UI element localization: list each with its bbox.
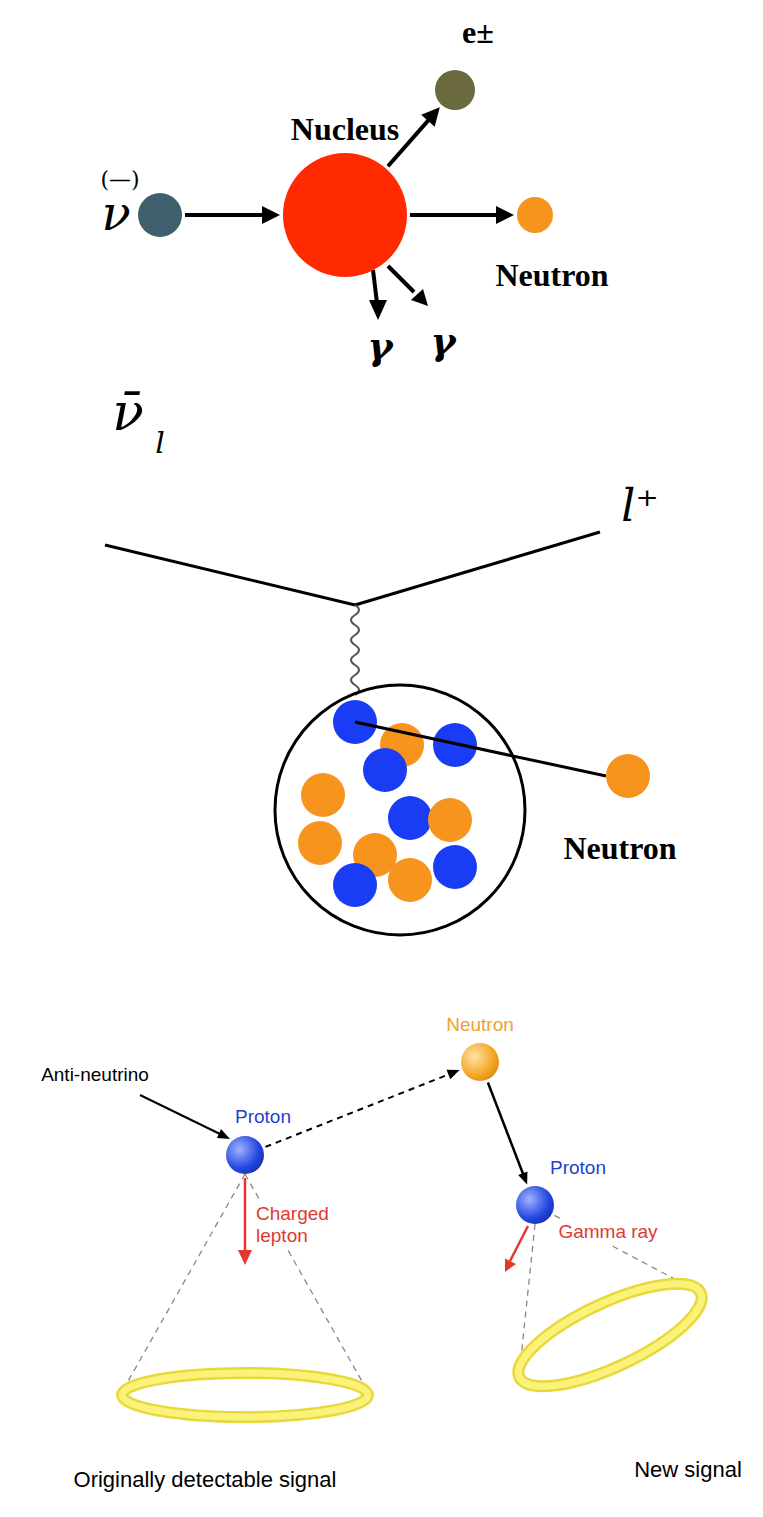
lepton-line: [355, 532, 600, 605]
gamma-label: γ: [430, 318, 455, 363]
nucleus-outline: [275, 685, 525, 935]
connector: [185, 206, 280, 224]
connector: [410, 206, 514, 224]
node-label: ν: [101, 185, 130, 241]
lepton-arrow: [238, 1178, 252, 1265]
boson-wave: [351, 605, 359, 695]
gamma-label: γ: [367, 323, 392, 368]
arrow-head: [496, 206, 514, 224]
gamma-label: Gamma ray: [555, 1220, 660, 1244]
gamma-ray-arrow: [505, 1226, 528, 1272]
node-label: Neutron: [495, 257, 608, 294]
neutron-particle: Neutron: [606, 754, 650, 798]
arrow-head: [447, 1070, 460, 1079]
proton-sphere: Proton: [516, 1186, 554, 1224]
lepton-symbol: l⁺: [621, 480, 658, 531]
neutron-sphere: Neutron: [461, 1043, 499, 1081]
antineutrino-arrow: [140, 1095, 230, 1139]
ejection-line: [355, 722, 606, 776]
cone-lines: [122, 1174, 701, 1392]
connector-line: [185, 213, 266, 217]
gamma-arrow: [369, 270, 387, 320]
lepton-label: Charged lepton: [253, 1202, 347, 1248]
antineutrino-particle: (—)ν: [138, 193, 182, 237]
gamma-arrow: [388, 266, 428, 306]
neutron-particle: Neutron: [517, 197, 553, 233]
node-label: Neutron: [563, 830, 676, 867]
proton-sphere: Proton: [226, 1136, 264, 1174]
node-label: Nucleus: [291, 111, 399, 148]
arrow-head: [262, 206, 280, 224]
node-label: Neutron: [446, 1014, 514, 1036]
nucleus-circle: Nucleus: [283, 153, 407, 277]
particle-label: Anti-neutrino: [41, 1064, 149, 1086]
connector-line: [265, 1074, 450, 1147]
signal-caption: New signal: [633, 1457, 743, 1483]
flavour-subscript: l: [155, 425, 165, 460]
arrow-head: [518, 1171, 527, 1184]
connector: [265, 1070, 459, 1147]
lepton-particle: e±: [435, 70, 475, 110]
connector-line: [488, 1083, 524, 1176]
nucleons: [298, 700, 477, 907]
cherenkov-ring: [122, 1373, 368, 1417]
node-label: Proton: [550, 1157, 606, 1179]
cherenkov-ring: [506, 1264, 714, 1407]
signal-caption: Originally detectable signal: [74, 1467, 337, 1493]
antineutrino-line: [105, 545, 355, 605]
connector: [488, 1083, 528, 1185]
node-label: e±: [462, 14, 494, 51]
antineutrino-symbol: ν̄: [112, 382, 144, 442]
node-label: Proton: [235, 1106, 291, 1128]
arrow-head: [421, 107, 440, 126]
connector-line: [410, 213, 500, 217]
